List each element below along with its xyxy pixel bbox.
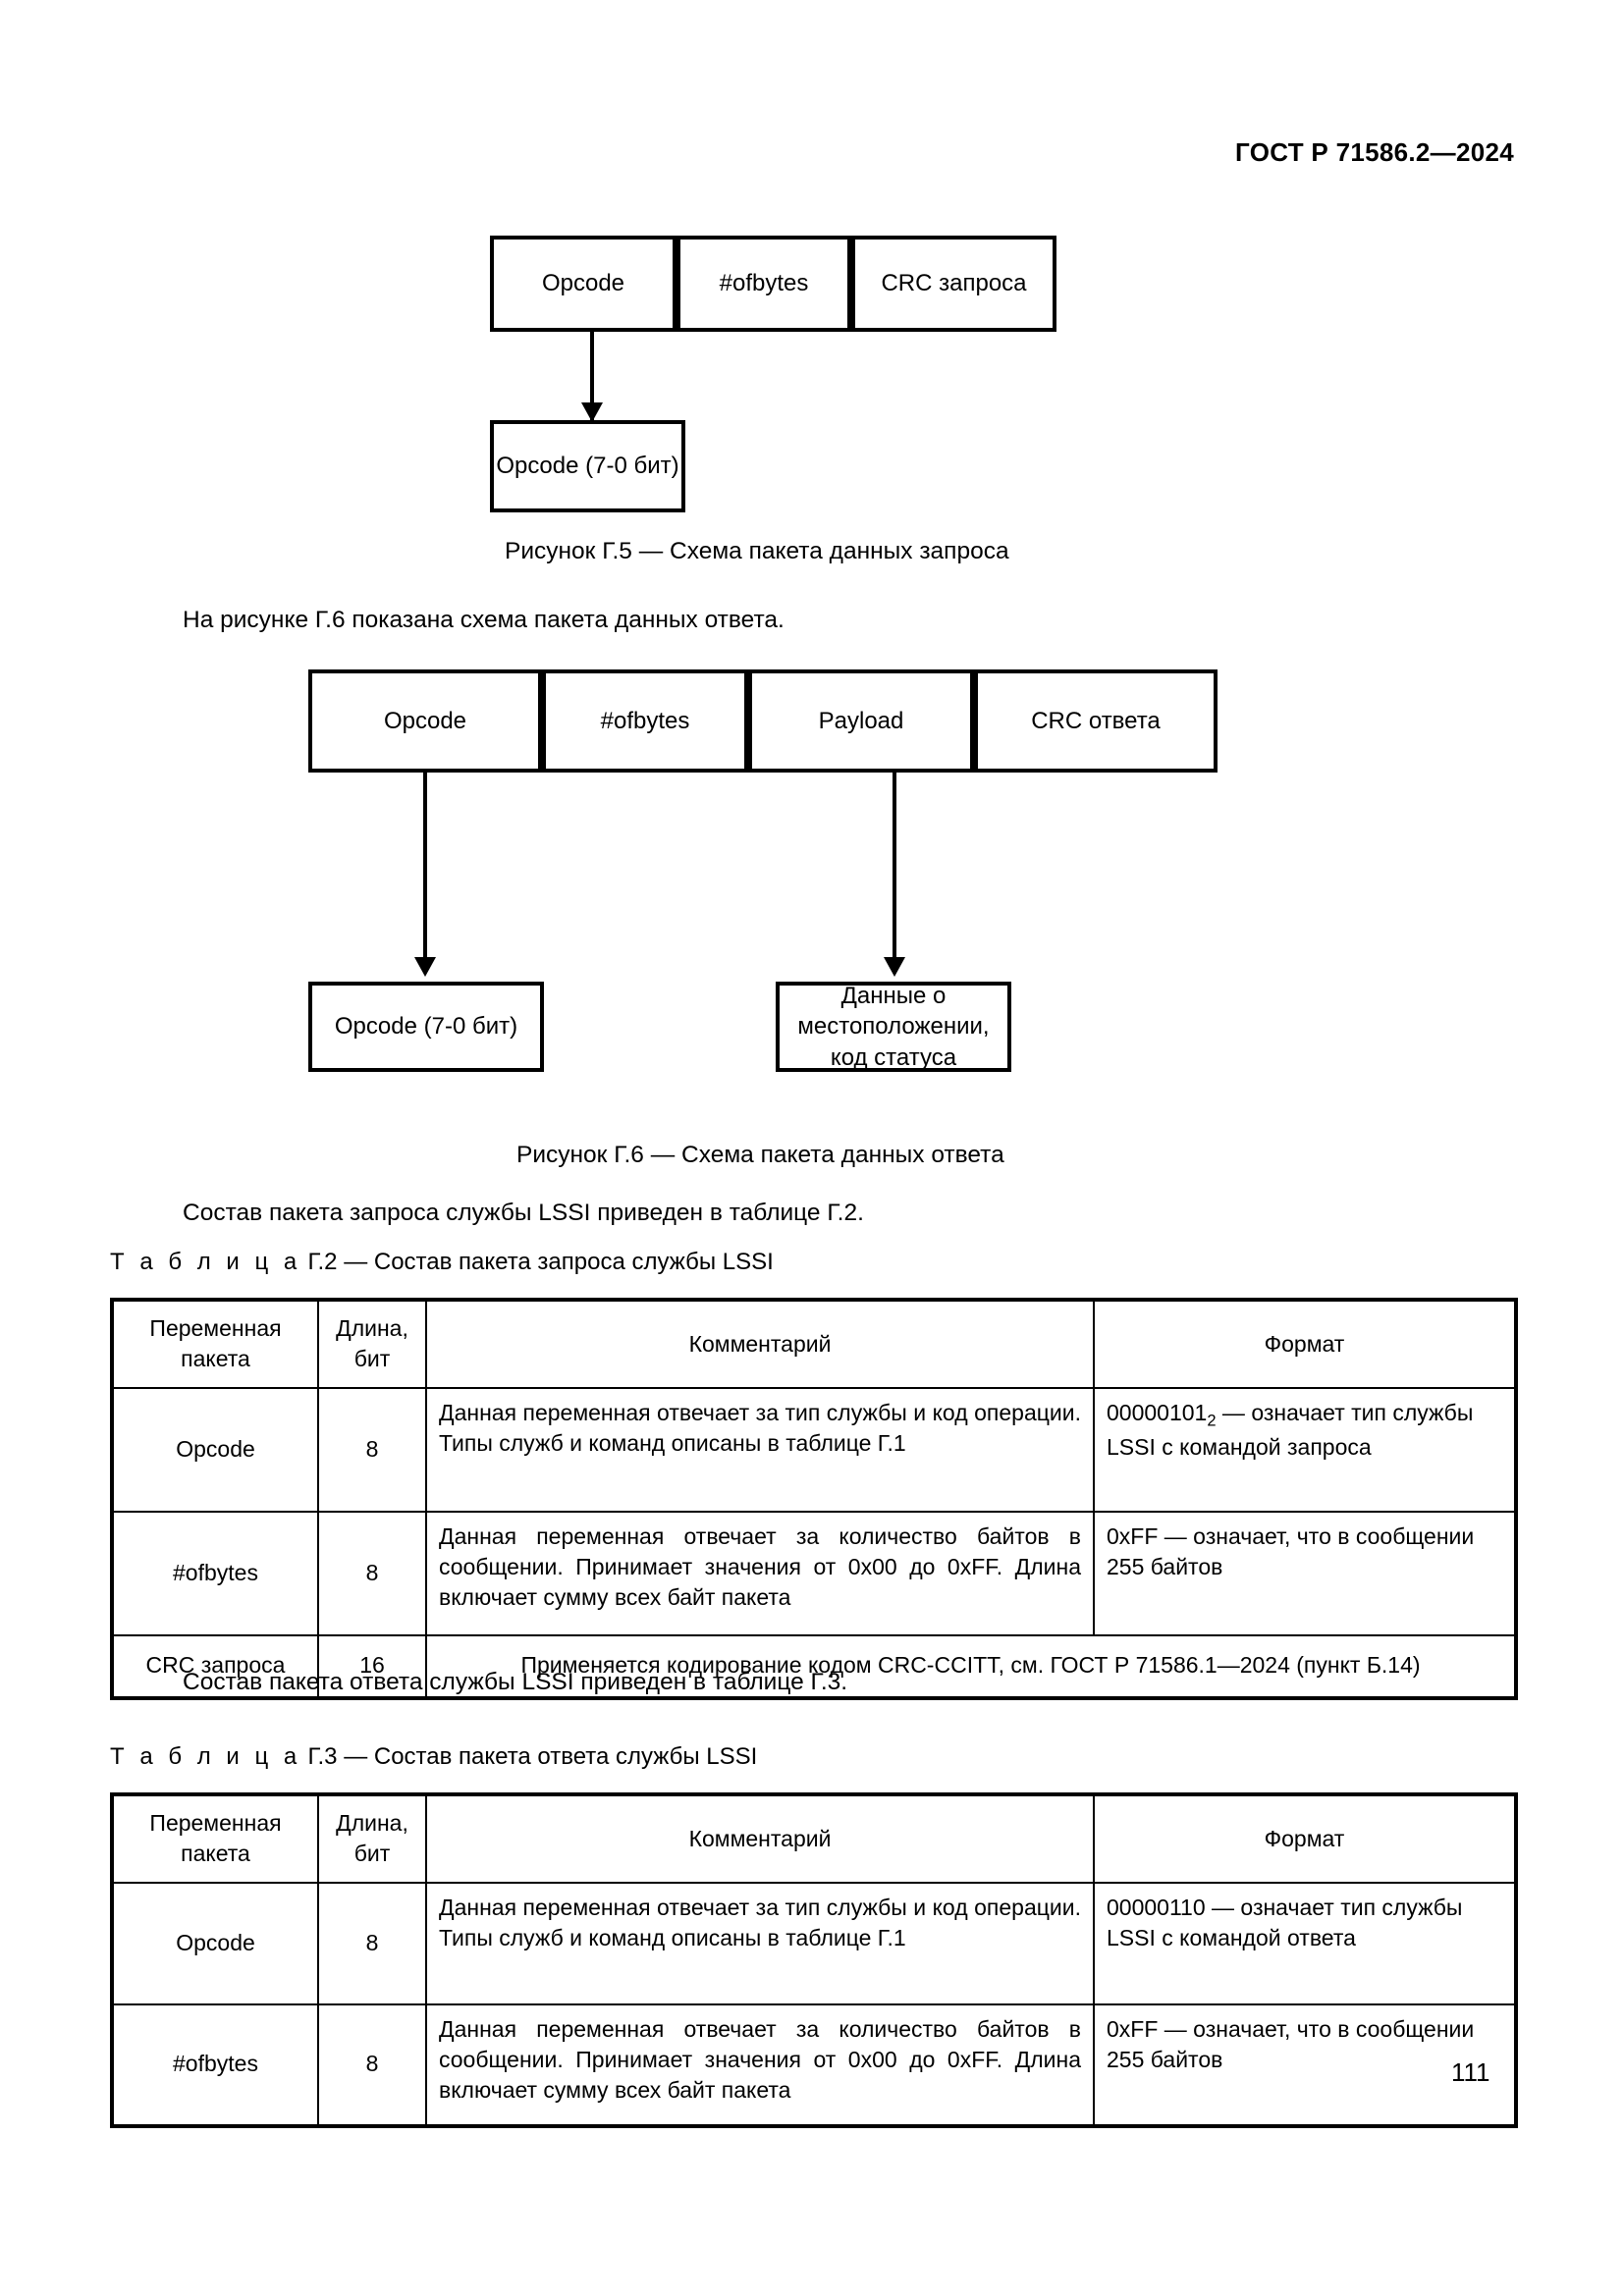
format-binary-text: — означает тип службы LSSI с командой за…	[1107, 1399, 1474, 1460]
table-g2-header-format: Формат	[1093, 1298, 1518, 1389]
format-binary-subscript: 2	[1207, 1411, 1217, 1430]
format-binary-value: 00000101	[1107, 1399, 1208, 1425]
response-field-ofbytes: #ofbytes	[542, 669, 748, 773]
table-g3-r2-variable: #ofbytes	[110, 2002, 319, 2128]
response-field-payload: Payload	[748, 669, 974, 773]
table-row: Opcode 8 Данная переменная отвечает за т…	[110, 1881, 1518, 2005]
table-row: Opcode 8 Данная переменная отвечает за т…	[110, 1386, 1518, 1513]
table-g3: Переменная пакета Длина, бит Комментарий…	[110, 1792, 1518, 2128]
table-g3-lead-paragraph: Состав пакета ответа службы LSSI приведе…	[183, 1669, 848, 1695]
payload-detail-line-1: Данные о	[840, 982, 947, 1009]
payload-detail-line-3: код статуса	[830, 1043, 957, 1071]
table-g2-title-prefix: Т а б л и ц а	[110, 1249, 301, 1275]
table-g2-r2-length: 8	[317, 1510, 427, 1636]
table-g2: Переменная пакета Длина, бит Комментарий…	[110, 1298, 1518, 1700]
table-g2-r3-variable: CRC запроса	[110, 1633, 319, 1700]
table-g3-header-variable: Переменная пакета	[110, 1792, 319, 1884]
table-g3-title-rest: Г.3 — Состав пакета ответа службы LSSI	[307, 1743, 758, 1770]
packet-field-opcode: Opcode	[490, 236, 677, 332]
table-g3-r1-format: 00000110 — означает тип службы LSSI с ко…	[1093, 1881, 1518, 2005]
table-g2-title: Т а б л и ц а Г.2 — Состав пакета запрос…	[110, 1249, 774, 1276]
table-g3-title: Т а б л и ц а Г.3 — Состав пакета ответа…	[110, 1743, 757, 1771]
table-row: #ofbytes 8 Данная переменная отвечает за…	[110, 2002, 1518, 2128]
packet-detail-opcode-bits: Opcode (7-0 бит)	[490, 420, 685, 512]
connector-arrow-response-opcode	[414, 957, 436, 977]
response-field-opcode: Opcode	[308, 669, 542, 773]
table-g2-r1-format: 000001012 — означает тип службы LSSI с к…	[1093, 1386, 1518, 1513]
table-g2-r2-comment: Данная переменная отвечает за количество…	[425, 1510, 1095, 1636]
packet-field-crc-request: CRC запроса	[851, 236, 1056, 332]
connector-line-opcode	[590, 332, 594, 420]
table-g3-r2-comment: Данная переменная отвечает за количество…	[425, 2002, 1095, 2128]
table-g3-header-row: Переменная пакета Длина, бит Комментарий…	[110, 1792, 1518, 1884]
response-detail-opcode-bits: Opcode (7-0 бит)	[308, 982, 544, 1072]
table-g2-r3-comment: Применяется кодирование кодом CRC-CCITT,…	[425, 1633, 1518, 1700]
table-g2-header-row: Переменная пакета Длина, бит Комментарий…	[110, 1298, 1518, 1389]
table-g2-r2-format: 0xFF — означает, что в сообщении 255 бай…	[1093, 1510, 1518, 1636]
page-number: 111	[1451, 2057, 1490, 2087]
header-length-line1: Длина,	[336, 1810, 408, 1836]
header-variable-line2: пакета	[181, 1841, 250, 1867]
table-g2-header-length: Длина, бит	[317, 1298, 427, 1389]
payload-detail-line-2: местоположении,	[797, 1013, 990, 1041]
response-detail-payload-content: Данные о местоположении, код статуса	[776, 982, 1011, 1072]
table-g2-lead-paragraph: Состав пакета запроса службы LSSI привед…	[183, 1200, 864, 1226]
connector-arrow-response-payload	[884, 957, 905, 977]
response-field-crc-response: CRC ответа	[974, 669, 1218, 773]
header-variable-line1: Переменная	[149, 1315, 282, 1341]
page-header-standard-number: ГОСТ Р 71586.2—2024	[1235, 137, 1514, 167]
table-g2-r1-length: 8	[317, 1386, 427, 1513]
table-g2-r2-variable: #ofbytes	[110, 1510, 319, 1636]
connector-line-response-payload	[893, 773, 896, 972]
table-g3-r1-variable: Opcode	[110, 1881, 319, 2005]
packet-field-ofbytes: #ofbytes	[677, 236, 851, 332]
table-g3-r1-length: 8	[317, 1881, 427, 2005]
intro-paragraph: На рисунке Г.6 показана схема пакета дан…	[183, 607, 785, 633]
figure-caption-g6: Рисунок Г.6 — Схема пакета данных ответа	[516, 1142, 1004, 1168]
figure-caption-g5: Рисунок Г.5 — Схема пакета данных запрос…	[505, 538, 1009, 564]
table-g3-r2-length: 8	[317, 2002, 427, 2128]
table-g2-title-rest: Г.2 — Состав пакета запроса службы LSSI	[307, 1249, 774, 1275]
table-g2-header-variable: Переменная пакета	[110, 1298, 319, 1389]
table-row: #ofbytes 8 Данная переменная отвечает за…	[110, 1510, 1518, 1636]
table-g3-r2-format: 0xFF — означает, что в сообщении 255 бай…	[1093, 2002, 1518, 2128]
table-g3-header-length: Длина, бит	[317, 1792, 427, 1884]
header-length-line2: бит	[353, 1841, 391, 1867]
table-g2-r3-length: 16	[317, 1633, 427, 1700]
table-g2-header-comment: Комментарий	[425, 1298, 1095, 1389]
connector-line-response-opcode	[423, 773, 427, 972]
header-variable-line1: Переменная	[149, 1810, 282, 1836]
header-variable-line2: пакета	[181, 1346, 250, 1372]
table-g3-header-format: Формат	[1093, 1792, 1518, 1884]
header-length-line2: бит	[353, 1346, 391, 1372]
connector-arrow-opcode	[581, 402, 603, 422]
table-row: CRC запроса 16 Применяется кодирование к…	[110, 1633, 1518, 1700]
table-g3-title-prefix: Т а б л и ц а	[110, 1743, 301, 1770]
table-g3-header-comment: Комментарий	[425, 1792, 1095, 1884]
table-g3-r1-comment: Данная переменная отвечает за тип службы…	[425, 1881, 1095, 2005]
table-g2-r1-comment: Данная переменная отвечает за тип службы…	[425, 1386, 1095, 1513]
header-length-line1: Длина,	[336, 1315, 408, 1341]
table-g2-r1-variable: Opcode	[110, 1386, 319, 1513]
